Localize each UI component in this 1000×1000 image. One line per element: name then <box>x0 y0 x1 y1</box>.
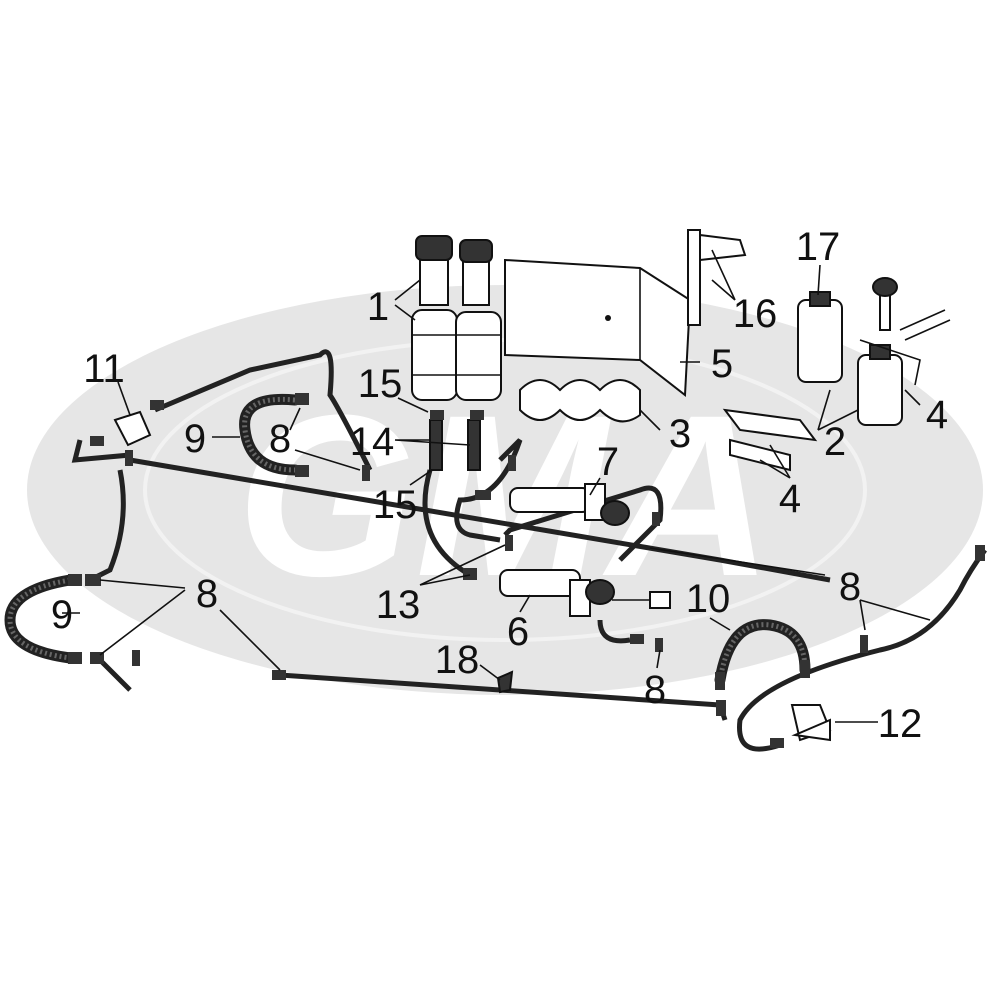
callout-16: 16 <box>733 292 778 336</box>
callout-1: 1 <box>367 285 389 329</box>
master-cylinders <box>499 483 671 617</box>
callout-4-right: 4 <box>926 393 948 437</box>
callout-labels: 1 17 16 5 4 2 3 4 11 15 9 8 14 15 7 13 6… <box>51 225 948 746</box>
callout-8-top: 8 <box>269 417 291 461</box>
fittings <box>68 393 985 748</box>
callout-2: 2 <box>824 420 846 464</box>
callout-4-center: 4 <box>779 477 801 521</box>
fluid-reservoirs <box>411 235 502 471</box>
callout-5: 5 <box>711 342 733 386</box>
callout-6: 6 <box>507 610 529 654</box>
heat-shield <box>504 258 692 397</box>
bracket <box>687 229 747 326</box>
callout-15-top: 15 <box>358 362 403 406</box>
callout-12: 12 <box>878 702 923 746</box>
flexible-hoses <box>4 393 811 686</box>
callout-18: 18 <box>435 638 480 682</box>
callout-17: 17 <box>796 225 841 269</box>
leader-lines <box>62 249 931 723</box>
watermark-logo: GMA <box>27 285 983 695</box>
t-pieces <box>113 410 832 742</box>
callout-9-top: 9 <box>184 417 206 461</box>
callout-3: 3 <box>669 412 691 456</box>
callout-8-right: 8 <box>839 565 861 609</box>
callout-10: 10 <box>686 577 731 621</box>
callout-8-left: 8 <box>196 572 218 616</box>
callout-14: 14 <box>350 420 395 464</box>
washer-bottles <box>797 277 951 426</box>
clip <box>496 670 514 694</box>
mounting-bracket <box>722 408 818 472</box>
callout-15-bottom: 15 <box>373 483 418 527</box>
reservoir-clamp <box>519 379 641 423</box>
callout-13: 13 <box>376 583 421 627</box>
callout-8-bottom: 8 <box>644 668 666 712</box>
callout-9-bottom: 9 <box>51 593 73 637</box>
callout-11: 11 <box>83 347 125 391</box>
callout-7: 7 <box>597 440 619 484</box>
